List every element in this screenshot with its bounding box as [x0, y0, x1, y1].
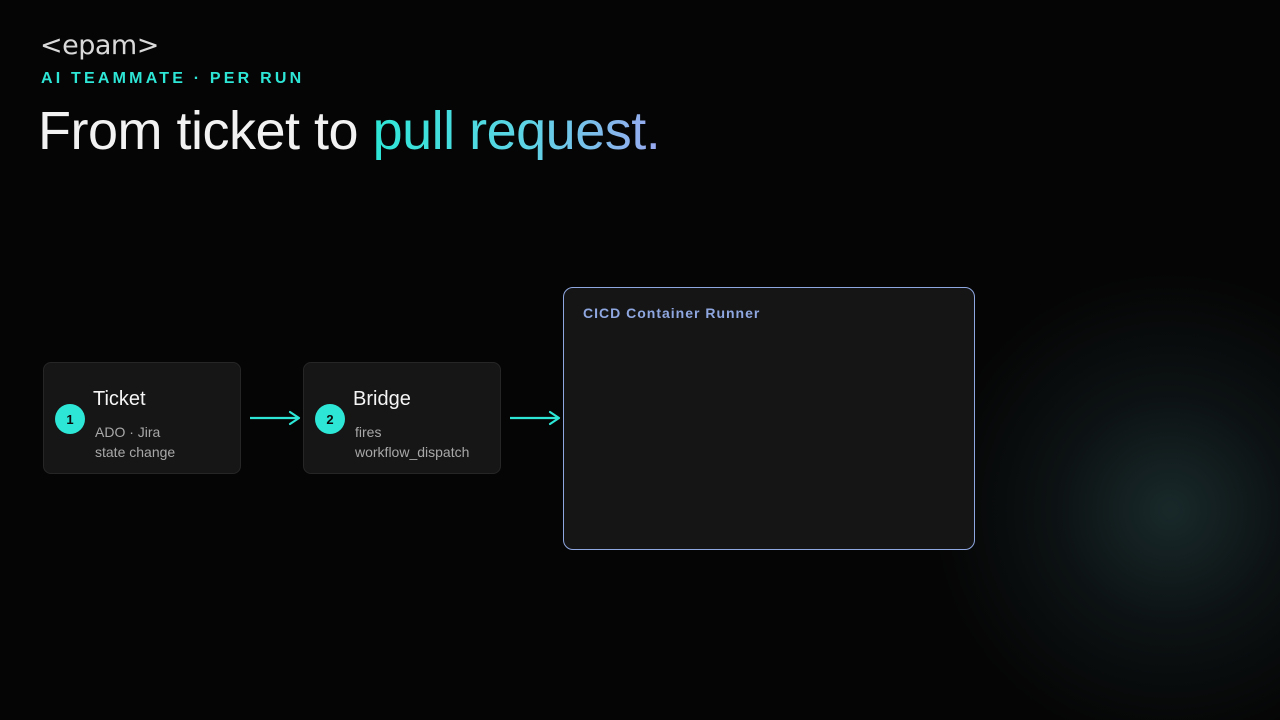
- step-card-bridge: 2 Bridge fires workflow_dispatch: [303, 362, 501, 474]
- step-number-badge: 2: [315, 404, 345, 434]
- runner-label: CICD Container Runner: [583, 305, 761, 321]
- eyebrow-label: AI TEAMMATE · PER RUN: [41, 70, 305, 87]
- step-detail-line-2: state change: [95, 444, 176, 460]
- step-title: Ticket: [93, 388, 146, 410]
- flow-arrow-icon: [250, 410, 301, 426]
- slide-title: From ticket to pull request.: [38, 100, 661, 162]
- step-title: Bridge: [353, 388, 411, 410]
- title-plain: From ticket to: [38, 101, 373, 161]
- step-detail-line-1: ADO · Jira: [95, 424, 161, 440]
- flow-arrow-icon: [510, 410, 561, 426]
- step-detail-line-1: fires: [355, 424, 382, 440]
- title-accent: pull request.: [372, 101, 661, 161]
- step-detail-line-2: workflow_dispatch: [355, 444, 470, 460]
- cicd-container-runner: CICD Container Runner: [563, 287, 975, 550]
- epam-logo: <epam>: [40, 30, 159, 61]
- step-card-ticket: 1 Ticket ADO · Jira state change: [43, 362, 241, 474]
- step-number-badge: 1: [55, 404, 85, 434]
- background-glow: [930, 270, 1280, 720]
